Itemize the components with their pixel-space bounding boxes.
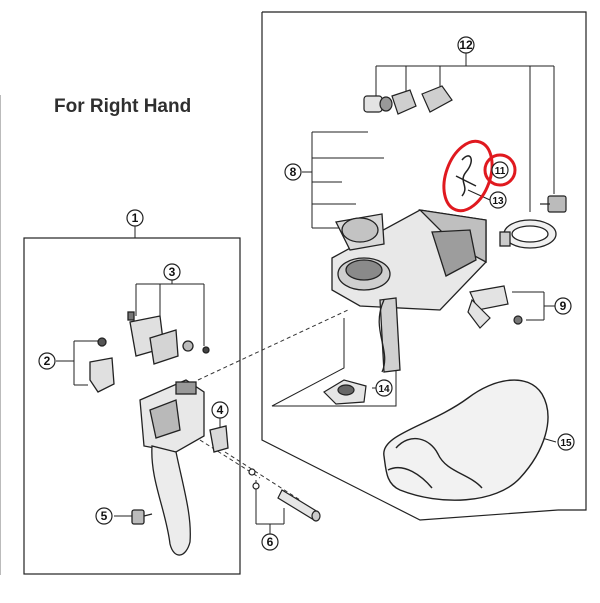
callout-4-label: 4 <box>217 403 224 417</box>
callout-1: 1 <box>126 209 144 227</box>
callout-6-leaders <box>255 480 285 534</box>
callout-4: 4 <box>211 401 229 419</box>
callout-9: 9 <box>554 297 572 315</box>
callout-5-label: 5 <box>101 509 108 523</box>
part-9-covers <box>467 285 523 329</box>
callout-8: 8 <box>284 163 302 181</box>
callout-8-leaders <box>302 131 384 229</box>
callout-2: 2 <box>38 352 56 370</box>
part-15-hood <box>383 379 549 501</box>
highlight-oval-large <box>442 139 494 213</box>
callout-13-label: 13 <box>492 196 504 207</box>
callout-14-leaders <box>271 318 397 407</box>
main-lever-body <box>331 209 487 373</box>
callout-12-label: 12 <box>459 38 473 52</box>
callout-6: 6 <box>261 533 279 551</box>
band-clamp <box>499 219 557 249</box>
callout-9-label: 9 <box>560 299 567 313</box>
callout-15: 15 <box>557 433 575 451</box>
left-lever-assembly <box>89 311 229 556</box>
callout-2-leaders <box>56 340 100 386</box>
highlight-circle-11 <box>483 153 517 187</box>
callout-14-label: 14 <box>378 384 390 395</box>
assembly-box-outline-left <box>261 12 559 521</box>
callout-8-label: 8 <box>290 165 297 179</box>
callout-3-label: 3 <box>169 265 176 279</box>
part-14 <box>323 379 367 405</box>
callout-5: 5 <box>95 507 113 525</box>
callout-12-leaders <box>375 53 555 212</box>
diagram-title: For Right Hand <box>54 96 192 117</box>
callout-13: 13 <box>489 191 507 209</box>
callout-6-label: 6 <box>267 535 274 549</box>
callout-2-label: 2 <box>44 354 51 368</box>
callout-11-label: 11 <box>495 166 506 177</box>
callout-11: 11 <box>491 161 509 179</box>
assembly-box-outline <box>262 11 587 511</box>
callout-14: 14 <box>375 379 393 397</box>
left-assembly-box <box>23 237 241 575</box>
callout-15-label: 15 <box>560 438 572 449</box>
part-12-hardware <box>363 85 567 213</box>
callout-12: 12 <box>457 36 475 54</box>
part-11-spring <box>455 155 477 197</box>
callout-9-leaders <box>512 291 556 321</box>
callout-3: 3 <box>163 263 181 281</box>
part-6-pin <box>248 468 321 522</box>
callout-1-label: 1 <box>132 211 139 225</box>
